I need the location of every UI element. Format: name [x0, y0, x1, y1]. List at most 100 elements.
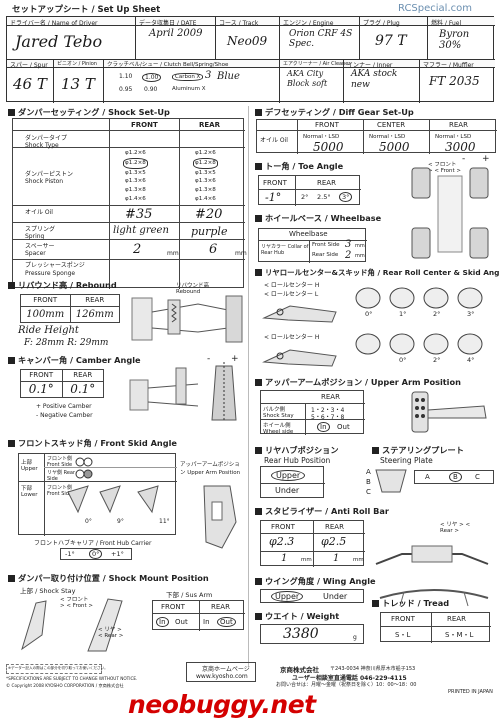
weight-value[interactable]: 3380	[283, 626, 319, 642]
rc-deg-0[interactable]: 0°	[365, 310, 373, 318]
tread-rear-opts[interactable]: S・M・L	[445, 631, 474, 639]
rebound-rear-value[interactable]: 126mm	[69, 306, 120, 323]
carrier-options[interactable]: -1° 0° +1°	[60, 548, 132, 560]
rebound-front-value[interactable]: 100mm	[20, 306, 71, 323]
upperarm-in[interactable]: In	[317, 422, 330, 432]
rc-deg-2[interactable]: 2°	[433, 310, 441, 318]
shock-spring-rear[interactable]: purple	[191, 225, 228, 238]
antiroll-front-dia[interactable]: φ2.3	[269, 535, 295, 548]
value-inner[interactable]: AKA stock new	[351, 69, 398, 90]
skid-deg-9[interactable]: 9°	[117, 518, 124, 525]
footer-note-box	[6, 664, 102, 674]
shock-oil-front[interactable]: #35	[125, 207, 153, 222]
mount-rear-in[interactable]: In	[203, 618, 210, 626]
shock-oil-rear[interactable]: #20	[195, 207, 223, 222]
toe-rear-3[interactable]: 3°	[339, 192, 353, 202]
value-driver[interactable]: Jared Tebo	[15, 32, 103, 51]
value-spur[interactable]: 46 T	[13, 75, 47, 93]
upperarm-row2[interactable]: 5・6・7・8	[311, 414, 345, 421]
steer-opt-a[interactable]: A	[425, 473, 430, 481]
value-date[interactable]: April 2009	[149, 28, 203, 39]
camber-front-value[interactable]: 0.1°	[20, 381, 63, 398]
rc-deg-1[interactable]: 1°	[399, 310, 407, 318]
skid-lower: 下部 Lower	[21, 486, 38, 498]
value-engine[interactable]: Orion CRF 4S Spec.	[289, 29, 353, 49]
label-muffler: マフラー / Muffler	[423, 62, 474, 69]
shock-front-head: FRONT	[131, 121, 158, 129]
mount-front-out[interactable]: Out	[175, 618, 188, 626]
rebound-fig-label: リバウンド高 Rebound	[176, 283, 210, 295]
diff-rear-value[interactable]: 3000	[445, 140, 476, 154]
value-aircleaner[interactable]: AKA City Block soft	[287, 69, 328, 88]
wheelbase-front-value[interactable]: 3	[345, 239, 352, 250]
wheelbase-rear-value[interactable]: 2	[345, 250, 352, 261]
center-divider	[248, 106, 249, 666]
carrier-m1[interactable]: -1°	[65, 550, 75, 558]
shock-spacer-rear[interactable]: 6	[209, 242, 218, 257]
value-pinion[interactable]: 13 T	[61, 75, 95, 93]
antiroll-rear-2[interactable]: 1	[333, 553, 340, 564]
shock-sponge-label: プレッシャースポンジ Pressure Sponge	[25, 262, 85, 277]
steer-opt-b[interactable]: B	[449, 472, 462, 482]
hub-under[interactable]: Under	[275, 486, 300, 495]
mount-diagram	[21, 598, 123, 652]
rc-deg2-0[interactable]: 0°	[399, 356, 407, 364]
wheelbase-collar-label: リヤカラー Collar of Rear Hub	[261, 244, 309, 256]
hub-upper[interactable]: Upper	[271, 470, 306, 481]
wing-diagram	[379, 589, 489, 607]
mount-title: ダンパー取り付け位置 / Shock Mount Position	[8, 572, 209, 584]
skid-side-diagram	[203, 485, 237, 549]
wing-upper[interactable]: Upper	[271, 591, 304, 602]
diff-front-opt[interactable]: Normal・LSD	[303, 134, 340, 140]
footer-url[interactable]: www.kyosho.com	[196, 673, 248, 680]
mount-rear-out[interactable]: Out	[217, 617, 236, 627]
antiroll-rear-dia[interactable]: φ2.5	[321, 535, 347, 548]
label-spur: スパー / Spur	[10, 62, 48, 69]
toe-front-value[interactable]: -1°	[265, 191, 282, 204]
skid-deg-0[interactable]: 0°	[85, 518, 92, 525]
label-aircleaner: エアクリーナー / Air Cleaner	[283, 61, 351, 67]
steer-options[interactable]: A B C	[414, 470, 494, 484]
value-plug[interactable]: 97 T	[375, 33, 407, 49]
carrier-0[interactable]: 0°	[89, 549, 103, 559]
toe-table: FRONT REAR -1° 2° 2.5° 3°	[258, 175, 361, 206]
diff-rear-opt[interactable]: Normal・LSD	[435, 134, 472, 140]
rollcenter-title: リヤロールセンター&スキッド角 / Rear Roll Center & Ski…	[255, 267, 500, 278]
rc-deg2-2[interactable]: 2°	[433, 356, 441, 364]
antiroll-front-2[interactable]: 1	[281, 553, 288, 564]
camber-positive: + Positive Camber	[36, 403, 92, 410]
shock-spring-front[interactable]: light green	[113, 225, 169, 236]
value-clutch[interactable]: Blue	[217, 71, 240, 82]
value-muffler[interactable]: FT 2035	[429, 74, 480, 88]
mount-front-label: < フロント > < Front >	[60, 597, 93, 609]
skid-deg-11[interactable]: 11°	[159, 518, 170, 525]
skid-box: 上部 Upper 下部 Lower フロント側 Front Side リヤ側 R…	[18, 453, 177, 536]
tread-front-opts[interactable]: S・L	[395, 631, 411, 639]
camber-rear-value[interactable]: 0.1°	[61, 381, 104, 398]
value-fuel[interactable]: Byron 30%	[439, 29, 470, 51]
upperarm-row1[interactable]: 1・2・3・4	[311, 407, 345, 414]
toe-rear-25[interactable]: 2.5°	[317, 193, 331, 201]
diff-front-value[interactable]: 5000	[313, 140, 344, 154]
steer-opt-c[interactable]: C	[475, 473, 480, 481]
carrier-p1[interactable]: +1°	[111, 550, 124, 558]
mount-front-in[interactable]: In	[156, 617, 169, 627]
skid-title: フロントスキッド角 / Front Skid Angle	[8, 437, 177, 449]
toe-rear-2[interactable]: 2°	[301, 193, 309, 201]
upperarm-out[interactable]: Out	[337, 423, 350, 431]
diff-center-opt[interactable]: Normal・LSD	[369, 134, 406, 140]
shock-spacer-front[interactable]: 2	[133, 242, 142, 257]
wing-options[interactable]: Upper Under	[260, 589, 364, 603]
steer-title: ステアリングプレート	[372, 444, 464, 456]
rc-deg-3[interactable]: 3°	[467, 310, 475, 318]
rc-deg2-4[interactable]: 4°	[467, 356, 475, 364]
value-track[interactable]: Neo09	[227, 34, 268, 48]
diff-center-value[interactable]: 5000	[379, 140, 410, 154]
ride-height-values: F: 28mm R: 29mm	[24, 338, 109, 348]
wing-under[interactable]: Under	[323, 592, 348, 601]
upperarm-diagram	[411, 391, 487, 433]
